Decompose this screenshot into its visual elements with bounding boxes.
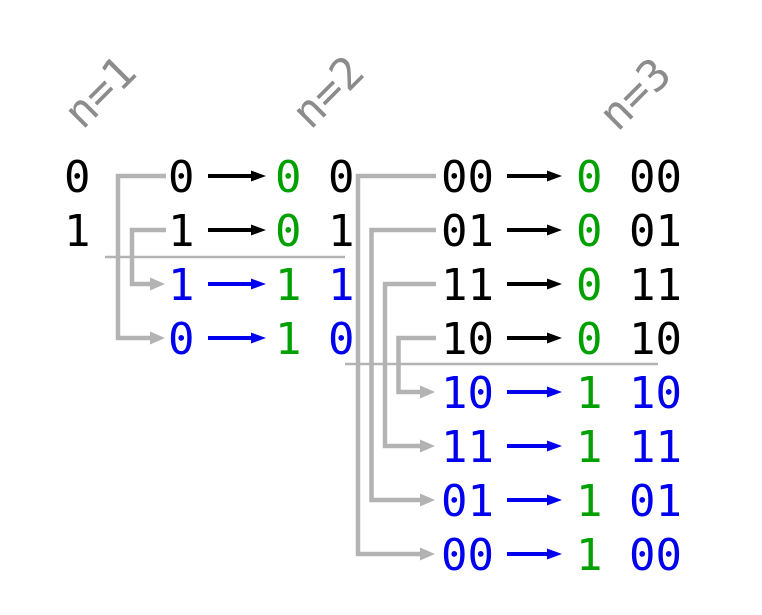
n2-row-1-result-rest: 0 (328, 152, 355, 203)
n2-row-4-result-rest: 0 (328, 314, 355, 365)
n3-row-6-result-rest: 11 (629, 422, 682, 473)
n3-row-1-source: 00 (441, 152, 494, 203)
n3-row-6-result: 1 11 (576, 422, 682, 473)
n3-row-6-result-prefix: 1 (576, 422, 603, 473)
n3-reflection-connector-3 (382, 281, 436, 453)
n3-column-label: n=3 (589, 48, 681, 140)
n2-row-2-source: 1 (168, 206, 195, 257)
n3-row-8-result-rest: 00 (629, 530, 682, 581)
n2-row-1-result-prefix: 0 (275, 152, 302, 203)
n2-row-3-source: 1 (168, 260, 195, 311)
n3-row-8-source: 00 (441, 530, 494, 581)
n2-row-4-source: 0 (168, 314, 195, 365)
n3-reflection-connector-1 (355, 173, 436, 561)
n2-reflection-connector-inner (129, 227, 166, 291)
n3-row-2-source: 01 (441, 206, 494, 257)
n3-row-5-result: 1 10 (576, 368, 682, 419)
n3-reflection-connector-2 (369, 227, 436, 507)
n3-row-1-result-rest: 00 (629, 152, 682, 203)
n3-row-7-source: 01 (441, 476, 494, 527)
n2-column-label: n=2 (282, 46, 374, 138)
n3-row-2-result: 0 01 (576, 206, 682, 257)
n3-row-8-result: 1 00 (576, 530, 682, 581)
n1-column-label: n=1 (54, 46, 146, 138)
n3-reflection-connector-4 (396, 335, 436, 399)
n3-row-8-result-prefix: 1 (576, 530, 603, 581)
n2-row-3-result-prefix: 1 (275, 260, 302, 311)
n3-row-3-result-prefix: 0 (576, 260, 603, 311)
n1-entry-1: 1 (64, 206, 91, 257)
n3-row-1-result-prefix: 0 (576, 152, 603, 203)
n2-row-2-result: 0 1 (275, 206, 355, 257)
n3-row-3-result-rest: 11 (629, 260, 682, 311)
n2-row-4-result-prefix: 1 (275, 314, 302, 365)
n3-row-3-result: 0 11 (576, 260, 682, 311)
n3-row-7-result-prefix: 1 (576, 476, 603, 527)
n3-row-2-result-prefix: 0 (576, 206, 603, 257)
n3-row-5-result-prefix: 1 (576, 368, 603, 419)
n2-row-4-result: 1 0 (275, 314, 355, 365)
n2-row-1-result: 0 0 (275, 152, 355, 203)
n3-row-3-source: 11 (441, 260, 494, 311)
n2-row-3-result-rest: 1 (328, 260, 355, 311)
n3-row-7-result-rest: 01 (629, 476, 682, 527)
n2-row-3-result: 1 1 (275, 260, 355, 311)
n3-row-5-source: 10 (441, 368, 494, 419)
n3-row-7-result: 1 01 (576, 476, 682, 527)
n3-row-2-result-rest: 01 (629, 206, 682, 257)
n1-entry-0: 0 (64, 152, 91, 203)
n3-row-1-result: 0 00 (576, 152, 682, 203)
n3-row-4-source: 10 (441, 314, 494, 365)
n3-row-4-result: 0 10 (576, 314, 682, 365)
n3-row-6-source: 11 (441, 422, 494, 473)
n3-row-4-result-rest: 10 (629, 314, 682, 365)
n2-reflection-connector-outer (115, 173, 166, 345)
n3-row-4-result-prefix: 0 (576, 314, 603, 365)
n2-row-2-result-prefix: 0 (275, 206, 302, 257)
n2-row-1-source: 0 (168, 152, 195, 203)
n2-row-2-result-rest: 1 (328, 206, 355, 257)
n3-row-5-result-rest: 10 (629, 368, 682, 419)
